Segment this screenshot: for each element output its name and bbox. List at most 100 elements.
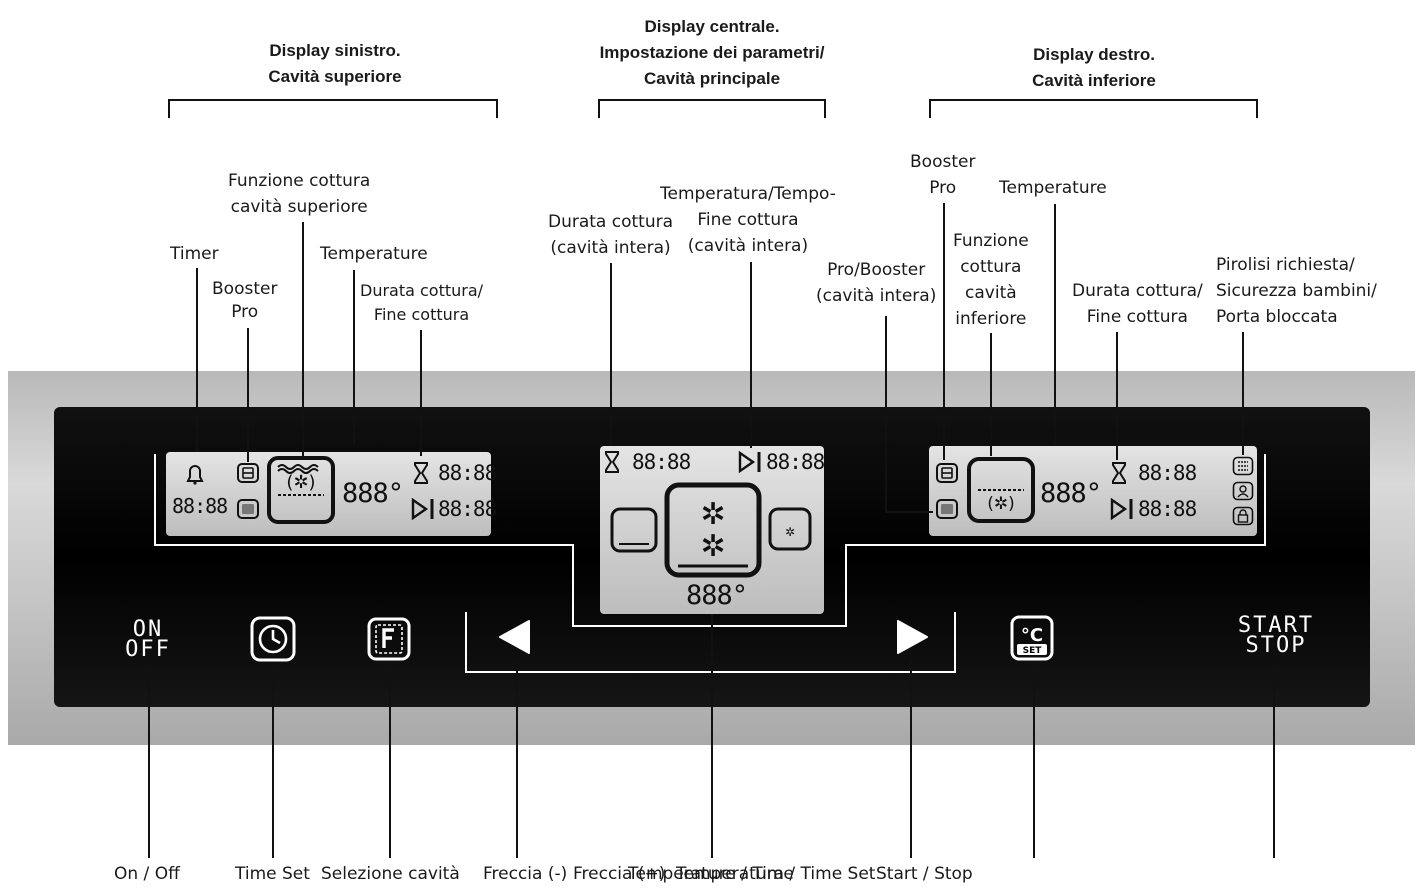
bell-icon [186,465,204,485]
right-temperature-value: 888° [1040,478,1102,509]
label-pro-booster-intera-1: Pro/Booster [827,260,926,280]
svg-text:✲: ✲ [700,497,725,532]
center-end-time-icon [738,450,761,474]
header-center-line3: Cavità principale [643,69,781,88]
label-pirolisi: Pirolisi richiesta/ Sicurezza bambini/ P… [1216,252,1377,330]
header-right-line2: Cavità inferiore [1032,71,1156,90]
label-temperature-left: Temperature [320,244,428,264]
header-right-line1: Display destro. [1033,45,1155,64]
label-temperature-time: Temperature / Time [628,864,794,884]
center-hourglass-icon [605,451,619,473]
header-left-display: Display sinistro. Cavità superiore [165,38,505,90]
label-durata-right-2: Fine cottura [1086,307,1188,327]
arrow-left-icon[interactable] [496,618,532,656]
label-freccia-plus: Freccia (+) [573,864,666,884]
label-funzione-inferiore-3: cavità [965,283,1017,303]
right-hourglass-icon [1112,462,1126,484]
right-end-time-icon [1110,497,1133,521]
label-durata-left-1: Durata cottura/ [360,281,484,300]
left-temperature-value: 888° [342,478,404,509]
bracket-left [168,99,498,118]
label-temperatura-time-set: Temperatura / Time Set [676,864,876,884]
start-stop-button[interactable]: START STOP [1222,613,1330,658]
bracket-right [929,99,1258,118]
label-pro-booster-intera-2: (cavità intera) [816,286,937,306]
clock-icon[interactable] [249,615,297,663]
center-duration-value: 88:88 [632,450,691,474]
label-funzione-inferiore-1: Funzione [953,231,1029,251]
label-durata-left-2: Fine cottura [373,305,470,324]
center-end-value: 88:88 [766,450,825,474]
label-temp-tempo-intera-1: Temperatura/Tempo- [660,184,836,204]
pyrolysis-icon [1232,456,1254,476]
label-durata-intera: Durata cottura (cavità intera) [548,209,673,261]
label-funzione-inferiore-2: cottura [960,257,1022,277]
label-selezione-cavita: Selezione cavità [321,864,460,884]
label-booster-pro-left-1: Booster [212,279,278,299]
label-funzione-superiore-2: cavità superiore [230,197,368,217]
label-freccia-minus: Freccia (-) [483,864,568,884]
label-pirolisi-3: Porta bloccata [1216,307,1338,327]
on-off-label-off: OFF [125,637,171,662]
label-durata-right-1: Durata cottura/ [1072,281,1203,301]
on-off-button[interactable]: ON OFF [112,617,184,662]
start-label: START [1237,613,1315,638]
hourglass-icon [414,462,428,484]
left-end-value: 88:88 [438,497,497,521]
temp-set-label: SET [1023,646,1043,656]
label-temperature-right: Temperature [999,178,1107,198]
temp-set-celsius: °C [1021,625,1043,646]
label-durata-left: Durata cottura/ Fine cottura [360,279,483,327]
center-temperature-value: 888° [686,580,748,611]
header-left-line2: Cavità superiore [268,67,402,86]
svg-text:✲: ✲ [785,525,795,539]
bracket-center [598,99,826,118]
left-clock-value: 88:88 [172,494,228,518]
function-icon[interactable] [366,616,412,662]
right-function-frame: (✲) [967,457,1035,523]
label-temp-tempo-intera-3: (cavità intera) [687,236,809,256]
header-center-line1: Display centrale. [644,17,780,36]
right-end-value: 88:88 [1138,497,1197,521]
left-function-frame: (✲) [267,456,335,524]
header-right-display: Display destro. Cavità inferiore [924,42,1264,94]
label-booster-pro-right: Booster Pro [910,149,975,201]
label-funzione-inferiore-4: inferiore [955,309,1027,329]
label-booster-pro-left-2: Pro [231,302,259,322]
label-funzione-inferiore: Funzione cottura cavità inferiore [953,228,1029,332]
label-durata-right: Durata cottura/ Fine cottura [1072,278,1203,330]
label-on-off: On / Off [114,864,180,884]
label-booster-pro-right-2: Pro [929,178,957,198]
label-pirolisi-1: Pirolisi richiesta/ [1216,255,1355,275]
header-left-line1: Display sinistro. [269,41,401,60]
fan-icon: ✲ ✲ [664,482,762,578]
on-off-label-on: ON [132,617,164,642]
label-booster-pro-left: Booster Pro [212,278,277,324]
right-pro-icon [936,499,958,519]
end-time-icon [411,497,434,521]
label-temp-tempo-intera: Temperatura/Tempo- Fine cottura (cavità … [660,181,836,259]
svg-text:(✲): (✲) [286,472,315,493]
label-booster-pro-right-1: Booster [910,152,976,172]
center-right-cavity-icon: ✲ [768,507,812,551]
header-center-display: Display centrale. Impostazione dei param… [542,14,882,92]
label-pro-booster-intera: Pro/Booster (cavità intera) [816,257,936,309]
label-time-set: Time Set [235,864,310,884]
svg-text:(✲): (✲) [987,494,1015,514]
door-lock-icon [1232,506,1254,526]
label-funzione-superiore: Funzione cottura cavità superiore [228,168,370,220]
label-start-stop: Start / Stop [876,864,973,884]
stop-label: STOP [1245,633,1307,658]
center-left-cavity-icon [610,507,658,553]
thermometer-set-icon[interactable]: °C SET [1009,614,1055,662]
label-durata-intera-2: (cavità intera) [550,238,671,258]
child-lock-icon [1232,481,1254,501]
header-center-line2: Impostazione dei parametri/ [599,43,825,62]
arrow-right-icon[interactable] [895,618,931,656]
center-display [600,446,824,614]
label-durata-intera-1: Durata cottura [548,212,674,232]
label-funzione-superiore-1: Funzione cottura [228,171,371,191]
svg-text:✲: ✲ [700,529,725,564]
pro-icon [237,499,259,519]
